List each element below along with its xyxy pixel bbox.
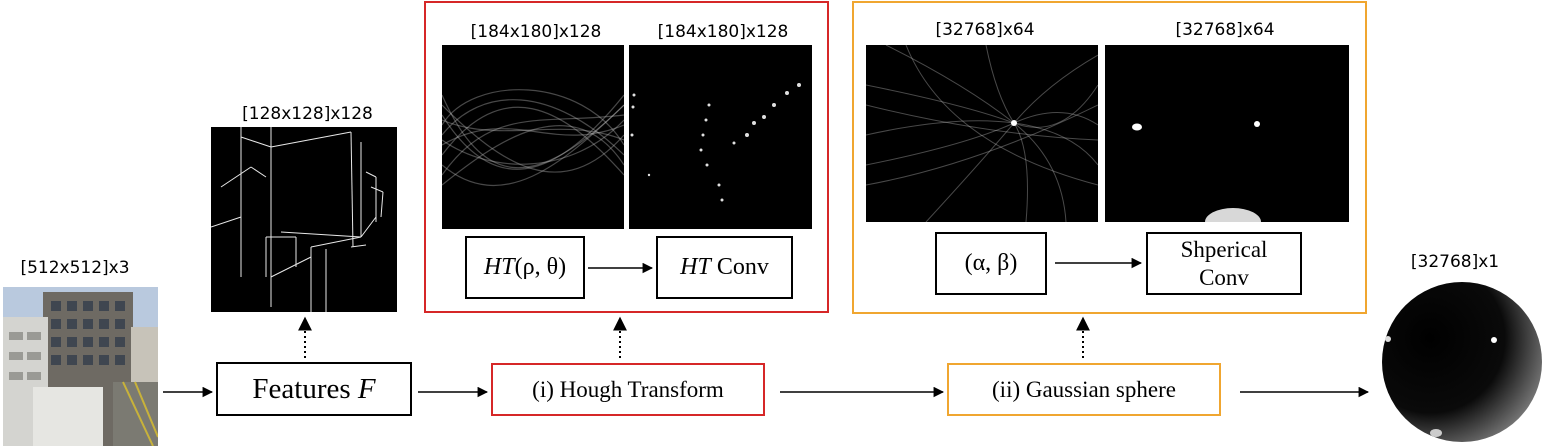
alpha-beta-label: (α, β) <box>964 250 1018 276</box>
gaussian-sphere-image <box>866 45 1098 222</box>
features-text: Features <box>252 372 358 405</box>
hough-transform-label: (i) Hough Transform <box>532 376 724 402</box>
spherical-line2: Conv <box>1199 264 1249 290</box>
ht-label: HT <box>483 254 515 280</box>
output-sphere-image <box>1378 277 1544 446</box>
hough-accumulator-image <box>442 45 624 229</box>
ht-conv-box: HT Conv <box>656 236 793 299</box>
output-dim-label: [32768]x1 <box>1410 252 1500 272</box>
ht-conv-text: Conv <box>710 254 769 280</box>
features-var: F <box>357 372 376 405</box>
features-box: Features F <box>216 362 412 416</box>
input-city-image <box>3 287 158 446</box>
input-dim-label: [512x512]x3 <box>20 258 130 278</box>
features-dim-label: [128x128]x128 <box>242 104 373 124</box>
spherical-conv-image <box>1105 45 1349 222</box>
gs-left-dim-label: [32768]x64 <box>935 20 1035 40</box>
alpha-beta-box: (α, β) <box>935 232 1047 295</box>
ht-rho-theta-box: HT(ρ, θ) <box>465 236 585 299</box>
spherical-line1: Shperical <box>1180 236 1268 262</box>
features-edge-image <box>211 127 397 312</box>
ht-args: (ρ, θ) <box>514 254 567 280</box>
hough-transform-box: (i) Hough Transform <box>491 363 765 416</box>
hough-conv-image <box>629 45 812 229</box>
gaussian-sphere-box: (ii) Gaussian sphere <box>947 363 1221 416</box>
hough-transform-panel <box>424 1 829 313</box>
spherical-conv-box: Shperical Conv <box>1146 232 1302 295</box>
ht-left-dim-label: [184x180]x128 <box>470 22 602 42</box>
ht-conv-var: HT <box>680 254 711 280</box>
gaussian-sphere-label: (ii) Gaussian sphere <box>992 376 1176 402</box>
ht-right-dim-label: [184x180]x128 <box>657 22 789 42</box>
gs-right-dim-label: [32768]x64 <box>1175 20 1275 40</box>
gaussian-sphere-panel <box>852 1 1367 314</box>
